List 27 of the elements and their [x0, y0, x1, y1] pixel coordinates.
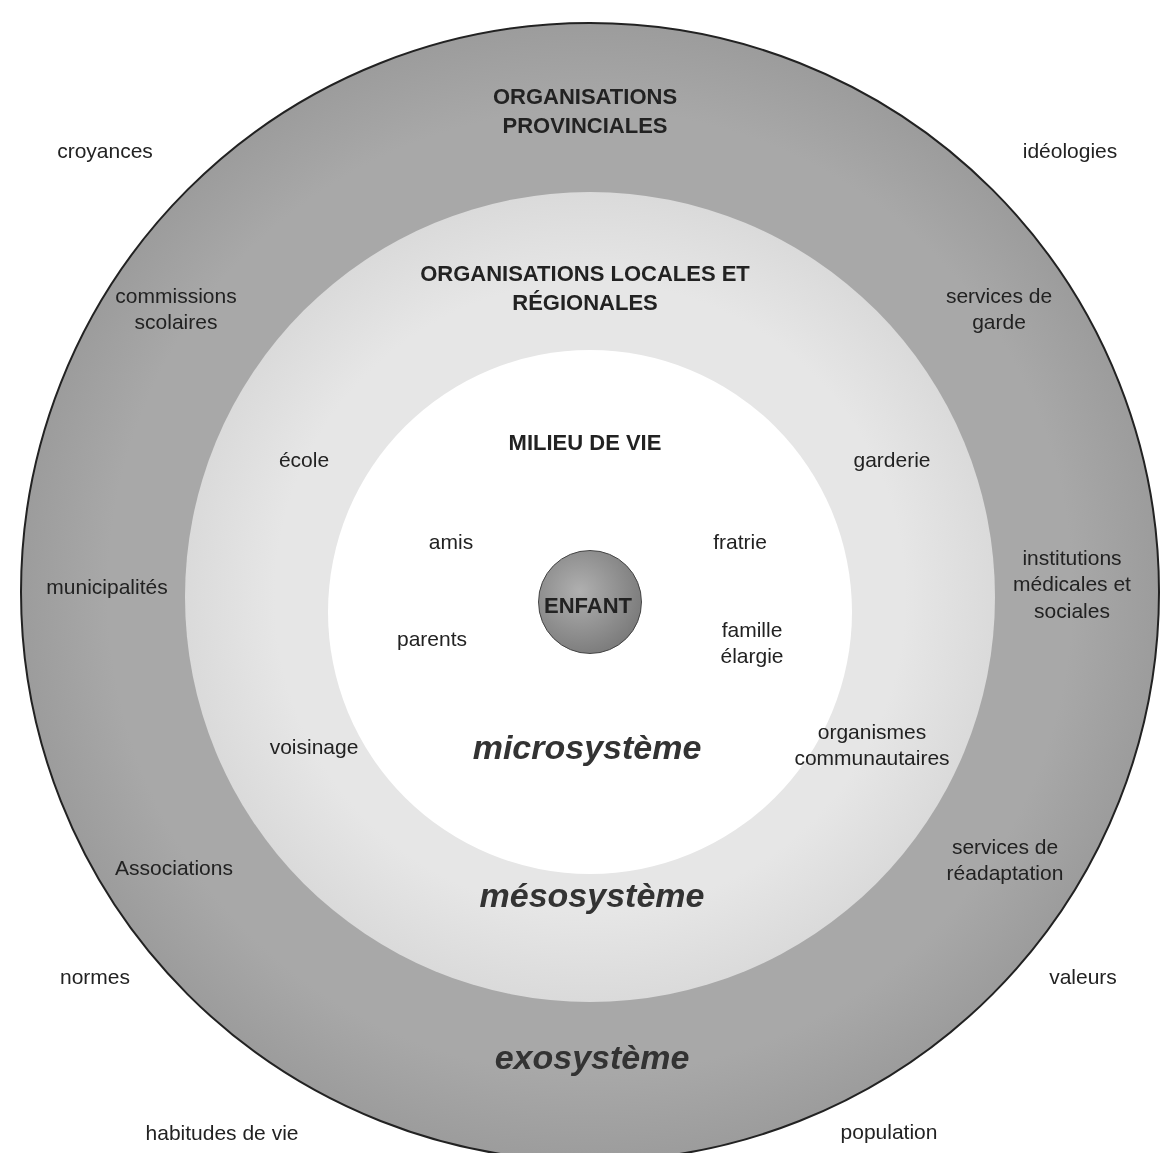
heading: ENFANT [543, 591, 633, 620]
item-label: école [277, 446, 331, 473]
item-label: commissions scolaires [114, 282, 238, 335]
heading: ORGANISATIONS PROVINCIALES [491, 83, 679, 140]
system-label: mésosystème [478, 878, 706, 912]
item-label: voisinage [268, 733, 360, 760]
item-label: institutions médicales et sociales [1012, 544, 1132, 624]
item-label: fratrie [712, 528, 768, 555]
system-label: microsystème [471, 730, 703, 764]
system-label: exosystème [493, 1040, 691, 1074]
item-label: parents [395, 625, 468, 652]
outer-label: population [840, 1119, 938, 1146]
heading: ORGANISATIONS LOCALES ET RÉGIONALES [419, 260, 751, 317]
outer-label: idéologies [1022, 138, 1118, 165]
item-label: famille élargie [719, 616, 785, 669]
item-label: municipalités [45, 573, 169, 600]
item-label: garderie [852, 446, 932, 473]
item-label: services de réadaptation [945, 833, 1065, 886]
item-label: organismes communautaires [793, 718, 951, 771]
heading: MILIEU DE VIE [507, 428, 663, 457]
item-label: Associations [114, 854, 234, 881]
outer-label: croyances [57, 138, 153, 165]
outer-label: habitudes de vie [145, 1120, 299, 1147]
outer-label: valeurs [1049, 964, 1117, 991]
outer-label: normes [60, 964, 130, 991]
item-label: services de garde [944, 282, 1054, 335]
item-label: amis [427, 528, 475, 555]
